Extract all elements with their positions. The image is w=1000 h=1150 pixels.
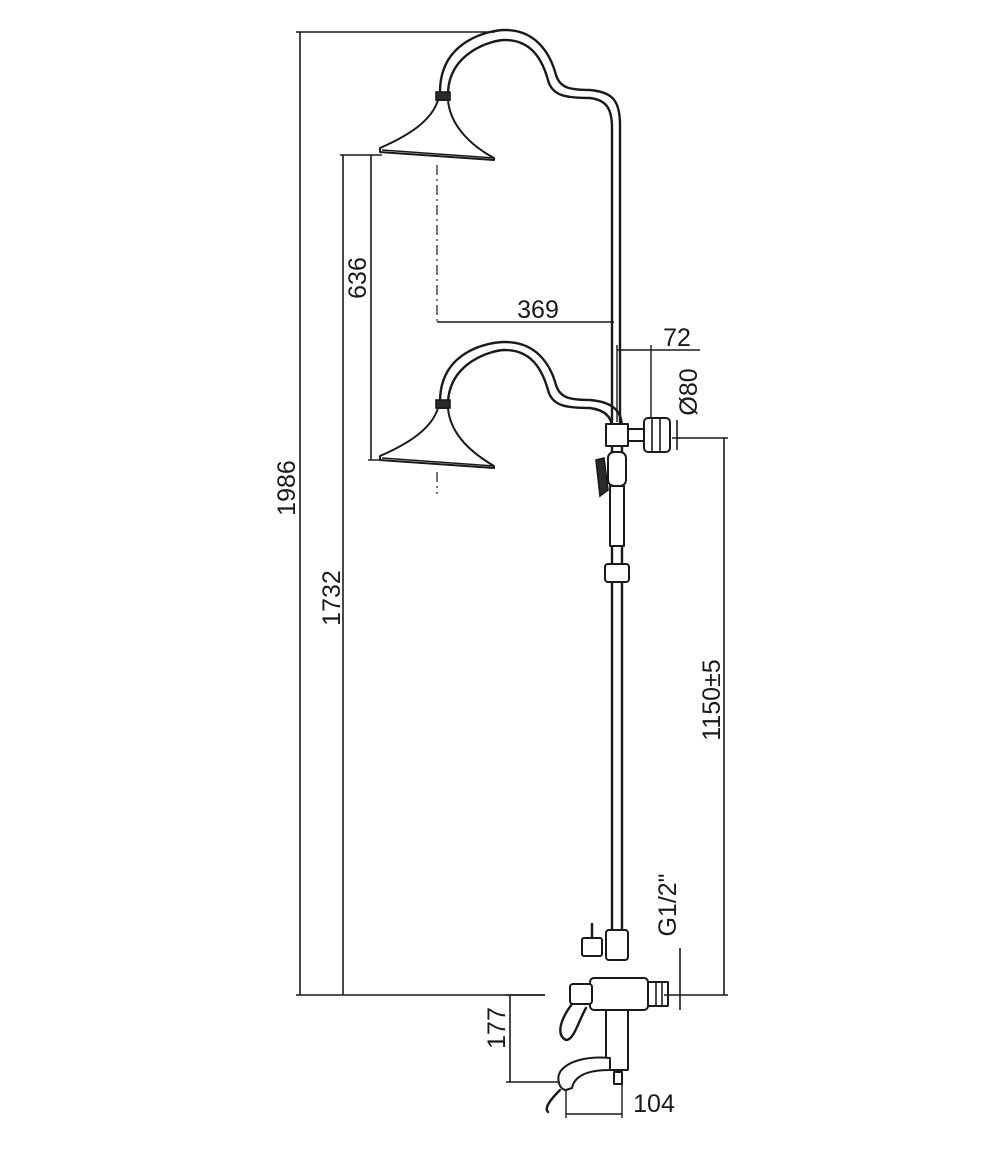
bath-spout xyxy=(557,1056,611,1091)
dim-head-drop-label: 636 xyxy=(344,257,372,299)
wall-bracket xyxy=(605,417,671,453)
mixer-cap xyxy=(569,983,593,1005)
dim-total-height: 1986 xyxy=(273,31,545,996)
diverter-knob xyxy=(581,937,603,957)
dim-inlet-height-label: 1150±5 xyxy=(698,659,726,740)
upper-gooseneck-arm-inner xyxy=(446,38,614,427)
hand-shower-holder xyxy=(607,451,627,487)
diverter-body xyxy=(643,417,671,453)
dim-head-drop: 636 xyxy=(344,155,382,461)
mixer-body xyxy=(545,922,669,1114)
bracket-collar xyxy=(605,423,629,447)
lower-head-connector xyxy=(435,399,451,409)
bracket-arm xyxy=(627,428,645,442)
dim-spout-height-label: 177 xyxy=(483,1007,511,1049)
dim-thread: G1/2" xyxy=(654,873,682,1010)
upper-shower-head xyxy=(379,99,495,161)
dim-bracket-offset: 72 xyxy=(616,324,700,422)
dim-diverter-diameter: Ø80 xyxy=(675,368,703,450)
shower-column-lower xyxy=(379,340,624,494)
dim-thread-label: G1/2" xyxy=(654,873,682,936)
dim-head-reach-label: 369 xyxy=(517,296,559,324)
upper-head-plate xyxy=(381,149,495,159)
lower-head-plate xyxy=(381,457,495,467)
lower-gooseneck-arm-inner xyxy=(446,348,614,430)
dim-head-height: 1732 xyxy=(318,154,382,995)
mixer-lever xyxy=(559,1002,588,1042)
mixer-housing xyxy=(589,977,649,1011)
hand-shower xyxy=(595,451,630,583)
dim-spout-reach-label: 104 xyxy=(633,1090,675,1118)
dim-diverter-diameter-label: Ø80 xyxy=(675,368,703,415)
lower-shower-head xyxy=(379,407,495,469)
slide-bar-clamp xyxy=(604,563,630,583)
hand-shower-handle xyxy=(609,485,625,547)
upper-head-connector xyxy=(435,91,451,101)
wall-connector xyxy=(647,981,669,1007)
spout-pipe xyxy=(605,1009,629,1071)
dim-spout-reach: 104 xyxy=(565,1084,675,1118)
dim-bracket-offset-label: 72 xyxy=(663,324,691,352)
dim-head-reach: 369 xyxy=(437,296,614,324)
spout-outlet xyxy=(545,1088,562,1114)
lower-gooseneck-arm xyxy=(438,340,624,430)
dim-total-height-label: 1986 xyxy=(273,460,301,516)
shower-column-upper xyxy=(379,28,622,427)
upper-gooseneck-arm xyxy=(438,28,622,427)
dim-inlet-height: 1150±5 xyxy=(664,437,728,996)
hand-shower-head xyxy=(595,457,609,498)
spout-pin xyxy=(613,1071,623,1085)
dim-head-height-label: 1732 xyxy=(318,570,346,626)
diverter-valve xyxy=(605,929,629,961)
dim-spout-height: 177 xyxy=(483,994,560,1083)
